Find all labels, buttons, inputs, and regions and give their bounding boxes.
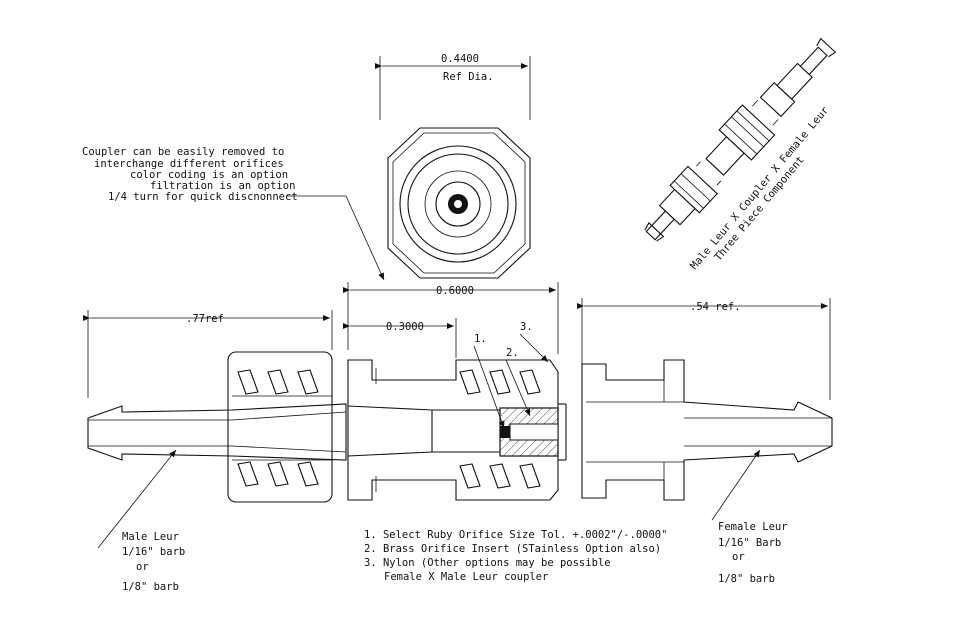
insert-bore: [509, 423, 559, 441]
hex-nut-inner: [392, 132, 526, 274]
male-leur-part: .77ref: [83, 310, 347, 549]
shoulder-ring: [424, 170, 492, 238]
female-label: Female Leur 1/16" Barb or 1/8" barb: [718, 521, 788, 585]
male-label: Male Leur 1/16" barb or 1/8" barb: [122, 531, 185, 593]
isometric-assembly: [644, 37, 837, 242]
female-label-name: Female Leur: [718, 521, 788, 533]
coupler-note-1: 1. Select Ruby Orifice Size Tol. +.0002"…: [364, 529, 667, 541]
female-dim-label: .54 ref.: [690, 301, 741, 313]
coupler-part: 0.6000 0.3000 1. 2. 3.: [343, 282, 567, 501]
leader-to-coupler: [345, 195, 385, 281]
male-label-name: Male Leur: [122, 531, 179, 543]
female-body: [581, 359, 833, 501]
female-label-opt2: 1/8" barb: [718, 573, 775, 585]
note-line-1: Coupler can be easily removed to: [82, 146, 284, 158]
note-line-2: interchange different orifices: [94, 158, 284, 170]
coupler-note-2: 2. Brass Orifice Insert (STainless Optio…: [364, 543, 661, 555]
ruby-orifice: [500, 426, 510, 438]
female-label-opt1: 1/16" Barb: [718, 537, 781, 549]
dim-diameter: 0.4400: [441, 53, 479, 65]
male-leader: [97, 449, 177, 549]
male-label-opt1: 1/16" barb: [122, 546, 185, 558]
note-line-3: color coding is an option: [130, 169, 288, 181]
insert-ring: [435, 181, 481, 227]
callout-1: 1.: [474, 333, 487, 345]
coupler-body: [347, 359, 559, 501]
male-barb-stem: [87, 403, 347, 461]
male-dim-label: .77ref: [186, 313, 224, 325]
note-line-5: 1/4 turn for quick discnonnect: [108, 191, 298, 203]
inner-bore: [407, 153, 509, 255]
outer-bore: [399, 145, 517, 263]
male-label-opt2: 1/8" barb: [122, 581, 179, 593]
coupler-dim-label: 0.6000: [436, 285, 474, 297]
dim-ref-dia: Ref Dia.: [443, 71, 494, 83]
female-leur-part: .54 ref.: [577, 298, 833, 521]
callout-3: 3.: [520, 321, 533, 333]
notes-block: Coupler can be easily removed to interch…: [82, 146, 385, 281]
male-housing: [227, 351, 333, 503]
end-view: 0.4400 Ref Dia.: [375, 53, 531, 279]
callout-2: 2.: [506, 347, 519, 359]
note-line-4: filtration is an option: [150, 180, 295, 192]
coupler-partial-dim-label: 0.3000: [386, 321, 424, 333]
hex-nut-outline: [387, 127, 531, 279]
coupler-note-4: Female X Male Leur coupler: [384, 571, 548, 583]
male-label-or: or: [136, 561, 149, 573]
coupler-note-3: 3. Nylon (Other options may be possible: [364, 557, 611, 569]
orifice-hole: [454, 200, 462, 208]
female-leader: [711, 449, 761, 521]
female-label-or: or: [732, 551, 745, 563]
coupler-notes: 1. Select Ruby Orifice Size Tol. +.0002"…: [364, 529, 667, 583]
